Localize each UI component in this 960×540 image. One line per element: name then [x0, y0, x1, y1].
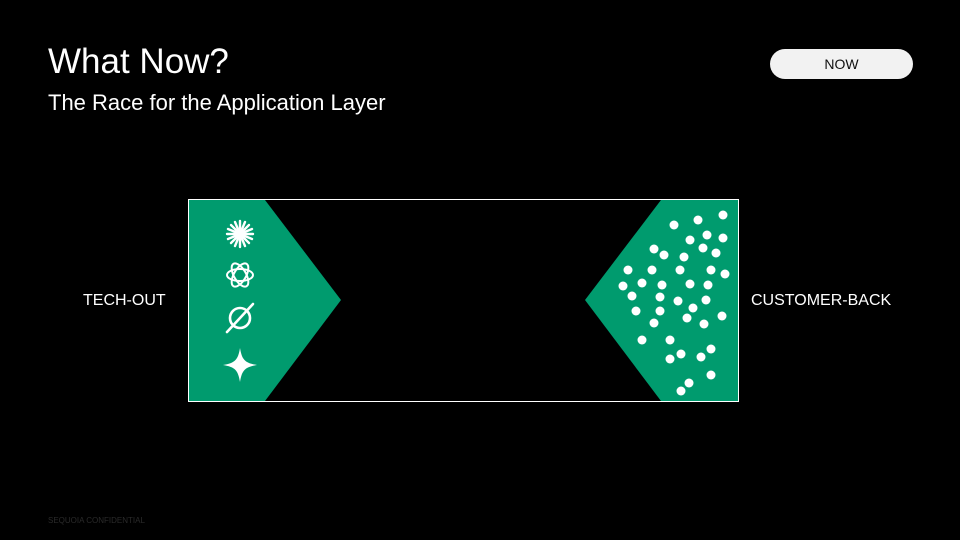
sparkle-star-icon	[223, 348, 257, 382]
page-title: What Now?	[48, 42, 229, 81]
ring-slash-icon	[225, 302, 255, 334]
tech-out-label: TECH-OUT	[83, 292, 166, 309]
now-badge-label: NOW	[824, 56, 859, 72]
race-diagram	[188, 199, 739, 402]
customer-back-label: CUSTOMER-BACK	[751, 292, 892, 309]
anthropic-burst-icon	[225, 219, 255, 249]
tech-out-wedge	[189, 200, 341, 401]
openai-knot-icon	[226, 262, 254, 288]
now-badge: NOW	[770, 49, 913, 79]
page-subtitle: The Race for the Application Layer	[48, 90, 386, 115]
confidential-footer: SEQUOIA CONFIDENTIAL	[48, 516, 145, 525]
customer-dots	[618, 210, 730, 396]
